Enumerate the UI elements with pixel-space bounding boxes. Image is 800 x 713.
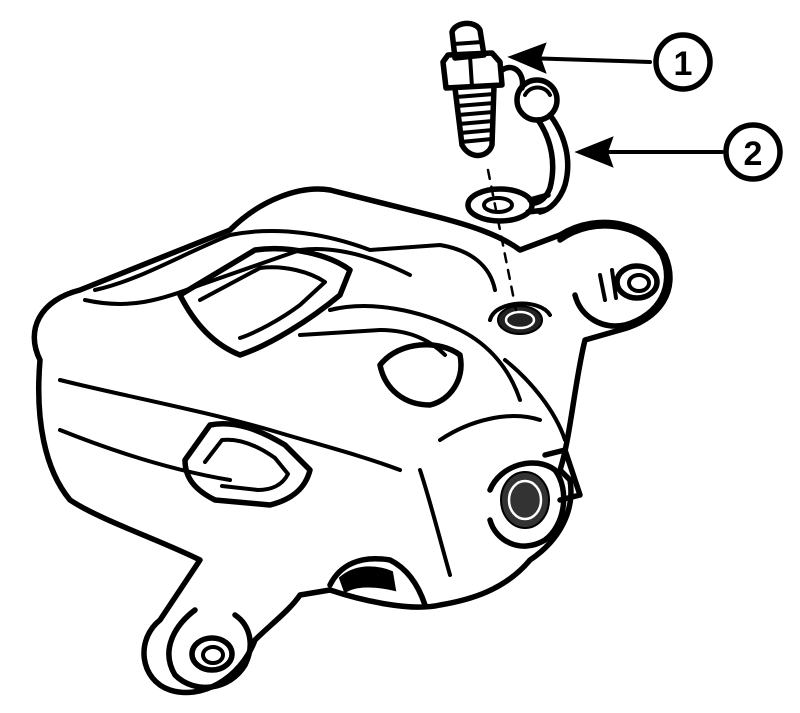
upper-ear-detail <box>598 268 618 302</box>
arrow-1-head <box>507 42 547 74</box>
washer-ring <box>465 186 535 224</box>
bracket-arm <box>537 112 571 215</box>
caliper-ridge-mid <box>328 304 522 402</box>
callout-1: 1 <box>653 32 713 92</box>
caliper-lower-edge <box>58 428 232 482</box>
bleed-port <box>488 301 552 335</box>
caliper-front-face-2 <box>418 468 452 577</box>
dust-cap-bracket <box>465 64 571 224</box>
bleed-port-ring <box>504 310 536 330</box>
bleed-screw-threads <box>454 92 496 144</box>
dust-cap-highlight <box>523 85 552 97</box>
arrow-1-shaft <box>523 56 652 64</box>
caliper-front-face-3 <box>503 358 567 442</box>
lower-mounting-ear <box>166 607 253 691</box>
caliper-outline <box>31 186 673 696</box>
cap-strap-upper <box>499 64 526 91</box>
caliper-front-face <box>438 414 542 442</box>
lower-ear-outline <box>166 607 253 691</box>
callout-arrows <box>507 42 724 168</box>
upper-ear-outline <box>557 223 670 329</box>
caliper-top-ridge <box>83 247 412 307</box>
arrow-2-head <box>574 136 614 168</box>
callout-2-circle <box>723 122 783 182</box>
caliper-body <box>31 186 673 696</box>
bleed-screw-shank <box>452 83 497 159</box>
caliper-lower-boss <box>182 420 313 508</box>
bleed-screw-hex <box>440 50 505 91</box>
bleed-port-seat <box>488 301 552 322</box>
caliper-ridge-flat <box>298 328 447 357</box>
callout-2: 2 <box>723 122 783 182</box>
bleed-port-hole <box>497 305 543 335</box>
caliper-bore-shadow <box>338 566 397 594</box>
caliper-top-housing <box>93 229 497 292</box>
upper-mounting-ear <box>557 223 670 329</box>
caliper-bore-slot <box>327 556 428 608</box>
guide-pin-bolt-ring <box>507 479 543 521</box>
caliper-side-face <box>58 378 402 472</box>
bleed-screw-hex-edge <box>468 54 474 89</box>
washer-to-arm <box>525 192 551 215</box>
lower-ear-hole <box>189 635 235 673</box>
caliper-window <box>177 245 353 358</box>
guide-boss-outline <box>487 460 567 549</box>
lower-ear-hole-inner <box>201 645 225 665</box>
upper-ear-hole-inner <box>627 273 651 293</box>
callout-1-circle <box>653 32 713 92</box>
upper-ear-hole <box>614 263 660 301</box>
bracket-arm-inner <box>532 117 556 206</box>
callout-1-number: 1 <box>674 45 693 83</box>
guide-pin-cap <box>542 447 583 503</box>
guide-pin-boss <box>487 447 583 549</box>
caliper-window-inner <box>198 265 327 340</box>
alignment-dashes <box>486 168 518 312</box>
bleed-screw-nozzle-ring <box>452 40 484 46</box>
bleed-screw <box>440 20 505 159</box>
caliper-lower-boss-inner <box>203 437 290 492</box>
caliper-pocket <box>377 342 464 408</box>
washer-hole <box>482 196 514 214</box>
callout-2-number: 2 <box>744 135 763 173</box>
